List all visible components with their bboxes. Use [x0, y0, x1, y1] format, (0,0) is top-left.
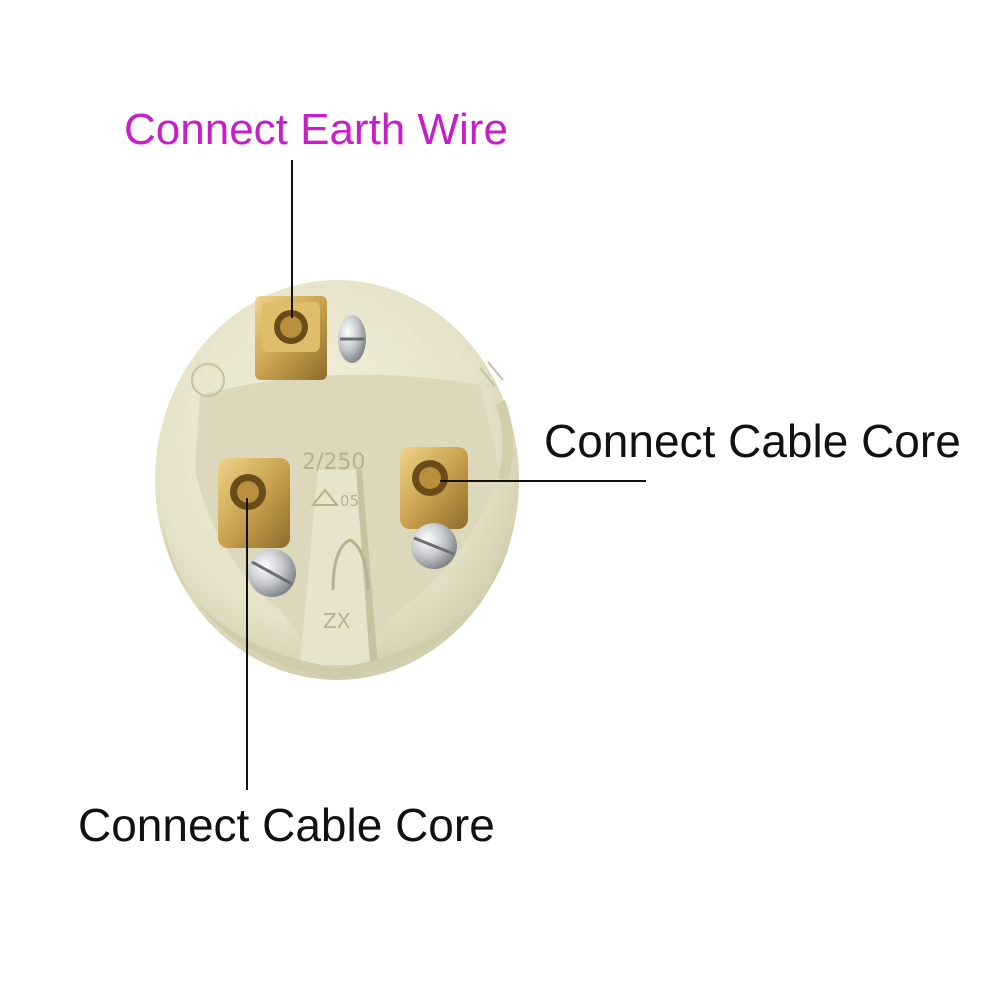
right-core-terminal — [400, 447, 468, 569]
earth-terminal-hole-inner — [280, 316, 302, 338]
certification-seal-icon — [191, 363, 225, 397]
earth-terminal — [255, 296, 366, 380]
right-screw-slot — [413, 536, 455, 556]
leader-lines — [246, 160, 646, 790]
earth-wire-label: Connect Earth Wire — [124, 105, 508, 154]
bottom-cable-core-label: Connect Cable Core — [78, 799, 495, 851]
left-core-terminal — [218, 458, 296, 597]
left-terminal-hole-inner — [237, 481, 259, 503]
right-cable-core-label: Connect Cable Core — [544, 415, 961, 467]
approval-mark-icon — [310, 488, 340, 506]
holder-logo-icon — [331, 538, 370, 591]
right-terminal-hole-inner — [419, 467, 441, 489]
embossed-markings: 2/250 05 ZX — [191, 361, 504, 633]
voltage-marking-icon — [479, 361, 504, 387]
rating-marking: 2/250 — [302, 450, 365, 475]
left-screw-slot — [251, 560, 293, 586]
maker-marking: ZX — [323, 609, 351, 633]
holder-center-ridge-shadow — [356, 470, 378, 665]
holder-center-ridge — [300, 470, 378, 665]
holder-side-notch — [496, 400, 514, 480]
mark-code: 05 — [340, 492, 359, 510]
